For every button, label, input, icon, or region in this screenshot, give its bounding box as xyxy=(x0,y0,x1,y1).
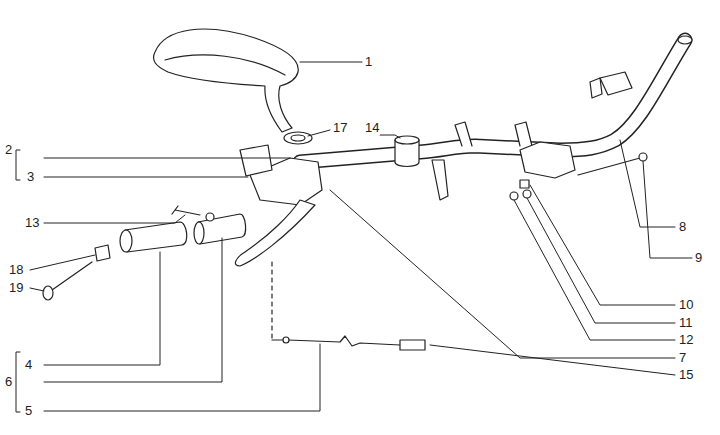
ring-inner xyxy=(291,135,305,141)
callout-number: 3 xyxy=(26,170,35,184)
callout-number: 15 xyxy=(678,368,694,382)
nut xyxy=(510,192,518,200)
callout-number: 17 xyxy=(332,121,348,135)
callout-number: 6 xyxy=(4,375,13,389)
callout-number: 18 xyxy=(8,263,24,277)
mount-tab xyxy=(455,122,472,146)
handlebar-outline xyxy=(300,40,685,162)
bar-end-weight xyxy=(95,245,110,261)
cable-dashed xyxy=(271,262,272,340)
mirror-edge xyxy=(165,55,285,75)
bar-end-screw xyxy=(52,262,92,290)
throttle-end xyxy=(194,222,204,244)
leader-lines xyxy=(16,62,692,412)
callout-number: 8 xyxy=(678,220,687,234)
cable-end xyxy=(283,337,289,343)
right-bracket xyxy=(590,78,602,98)
callout-number: 1 xyxy=(364,55,373,69)
callout-number: 10 xyxy=(678,298,694,312)
screw xyxy=(172,206,200,215)
nut xyxy=(520,180,529,188)
mirror xyxy=(154,29,299,132)
grip xyxy=(125,222,187,252)
callout-number: 11 xyxy=(678,316,694,330)
washer xyxy=(523,190,531,198)
screw-head xyxy=(43,286,53,300)
callout-number: 13 xyxy=(24,216,40,230)
screw-head xyxy=(206,213,214,221)
handlebar-fill xyxy=(300,40,685,162)
callout-number: 9 xyxy=(694,251,703,265)
grip-end xyxy=(120,230,132,252)
brake-lever xyxy=(235,200,315,266)
mount-tab xyxy=(515,122,532,146)
callout-number: 7 xyxy=(678,351,687,365)
cable-adjuster xyxy=(400,340,425,350)
callout-number: 12 xyxy=(678,333,694,347)
callout-number: 5 xyxy=(24,404,33,418)
switch-block xyxy=(240,145,272,176)
right-switch xyxy=(600,72,632,95)
callout-number: 4 xyxy=(24,358,33,372)
right-clamp xyxy=(520,142,575,178)
callout-number: 19 xyxy=(8,281,24,295)
screw-head xyxy=(639,153,647,161)
handlebar-end xyxy=(678,36,692,44)
ring xyxy=(284,132,312,144)
mount-tab xyxy=(432,160,448,200)
callout-number: 14 xyxy=(364,121,380,135)
callout-number: 2 xyxy=(4,143,13,157)
cable xyxy=(272,336,400,346)
screw xyxy=(578,158,640,175)
